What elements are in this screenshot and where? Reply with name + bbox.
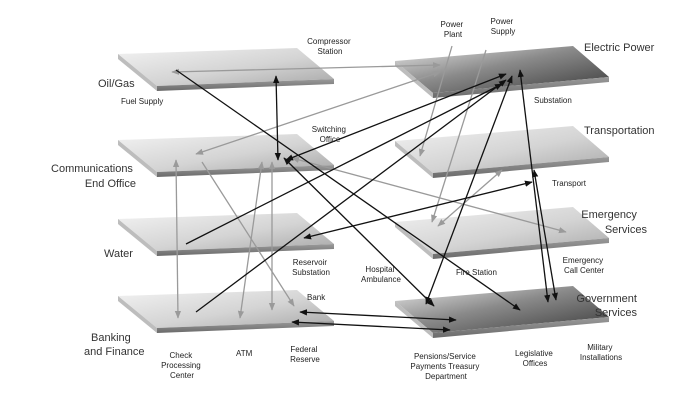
sector-label-government: Government Services: [576, 293, 640, 319]
node-label-compressor-station: Compressor Station: [307, 37, 353, 56]
link-comm-bank: [201, 161, 295, 307]
link-comm-bank-check: [172, 159, 182, 319]
sector-label-transportation: Transportation: [584, 125, 655, 137]
node-label-check-processing-center: Check Processing Center: [161, 351, 203, 380]
plate-oil-gas: [118, 48, 334, 91]
link-transport-military: [532, 169, 558, 301]
node-label-power-plant: Power Plant: [441, 20, 466, 39]
node-label-power-supply: Power Supply: [491, 17, 516, 36]
plate-electric-power: [395, 46, 609, 98]
plate-water: [118, 213, 334, 256]
sector-label-communications: Communications End Office: [51, 163, 136, 190]
black-links: [175, 69, 558, 333]
node-label-hospital-ambulance: Hospital Ambulance: [361, 265, 402, 284]
node-label-fuel-supply: Fuel Supply: [121, 97, 163, 106]
link-fedres-pensions-2: [291, 319, 451, 333]
link-fuel-power: [171, 62, 441, 75]
node-label-emergency-call-center: Emergency Call Center: [563, 256, 606, 275]
sector-label-emergency: Emergency Services: [581, 209, 647, 236]
link-fedres-pensions-1: [299, 309, 457, 323]
node-label-bank: Bank: [307, 293, 326, 302]
sector-label-electric-power: Electric Power: [584, 42, 655, 54]
sector-label-banking: Banking and Finance: [84, 332, 145, 358]
link-power-pensions: [425, 75, 513, 305]
sector-label-oil-gas: Oil/Gas: [98, 78, 135, 90]
plate-communications: [118, 134, 334, 177]
link-oil-switch: [273, 75, 281, 161]
plate-banking: [118, 290, 334, 333]
node-label-reservoir-substation: Reservoir Substation: [292, 258, 330, 277]
link-bank-substation: [195, 79, 507, 313]
node-label-federal-reserve: Federal Reserve: [290, 345, 320, 364]
sector-label-water: Water: [104, 248, 133, 260]
node-label-substation: Substation: [534, 96, 572, 105]
node-label-transport: Transport: [552, 179, 587, 188]
node-label-military-installations: Military Installations: [580, 343, 622, 362]
link-comm-atm: [237, 161, 265, 319]
node-label-switching-office: Switching Office: [312, 125, 348, 144]
node-label-fire-station: Fire Station: [456, 268, 497, 277]
node-label-legislative-offices: Legislative Offices: [515, 349, 555, 368]
node-label-atm: ATM: [236, 349, 253, 358]
node-label-pensions-service: Pensions/Service Payments Treasury Depar…: [410, 352, 481, 381]
